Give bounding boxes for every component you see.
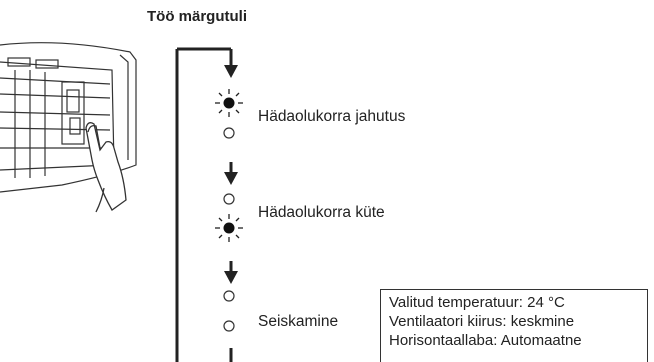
mode-label-emergency-cooling: Hädaolukorra jahutus bbox=[258, 108, 406, 125]
hand-pressing-button-icon bbox=[85, 122, 127, 213]
mode-label-emergency-heating: Hädaolukorra küte bbox=[258, 204, 385, 221]
mode-label-stop: Seiskamine bbox=[258, 313, 339, 330]
arrow-down-icon bbox=[224, 65, 238, 78]
settings-box: Valitud temperatuur: 24 °C Ventilaatori … bbox=[380, 289, 648, 362]
arrow-down-icon bbox=[224, 172, 238, 185]
setting-horizontal-vane: Horisontaallaba: Automaatne bbox=[389, 332, 582, 349]
setting-fan-speed: Ventilaatori kiirus: keskmine bbox=[389, 313, 575, 330]
air-conditioner-indoor-unit-illustration bbox=[0, 42, 137, 193]
lamp-off-icon bbox=[223, 193, 235, 205]
diagram-title: Töö märgutuli bbox=[147, 8, 247, 25]
setting-temperature: Valitud temperatuur: 24 °C bbox=[389, 294, 565, 311]
blinking-lamp-icon bbox=[215, 89, 243, 117]
lamp-off-icon bbox=[223, 290, 235, 302]
blinking-lamp-icon bbox=[215, 214, 243, 242]
lamp-off-icon bbox=[223, 127, 235, 139]
arrow-down-icon bbox=[224, 271, 238, 284]
lamp-off-icon bbox=[223, 320, 235, 332]
